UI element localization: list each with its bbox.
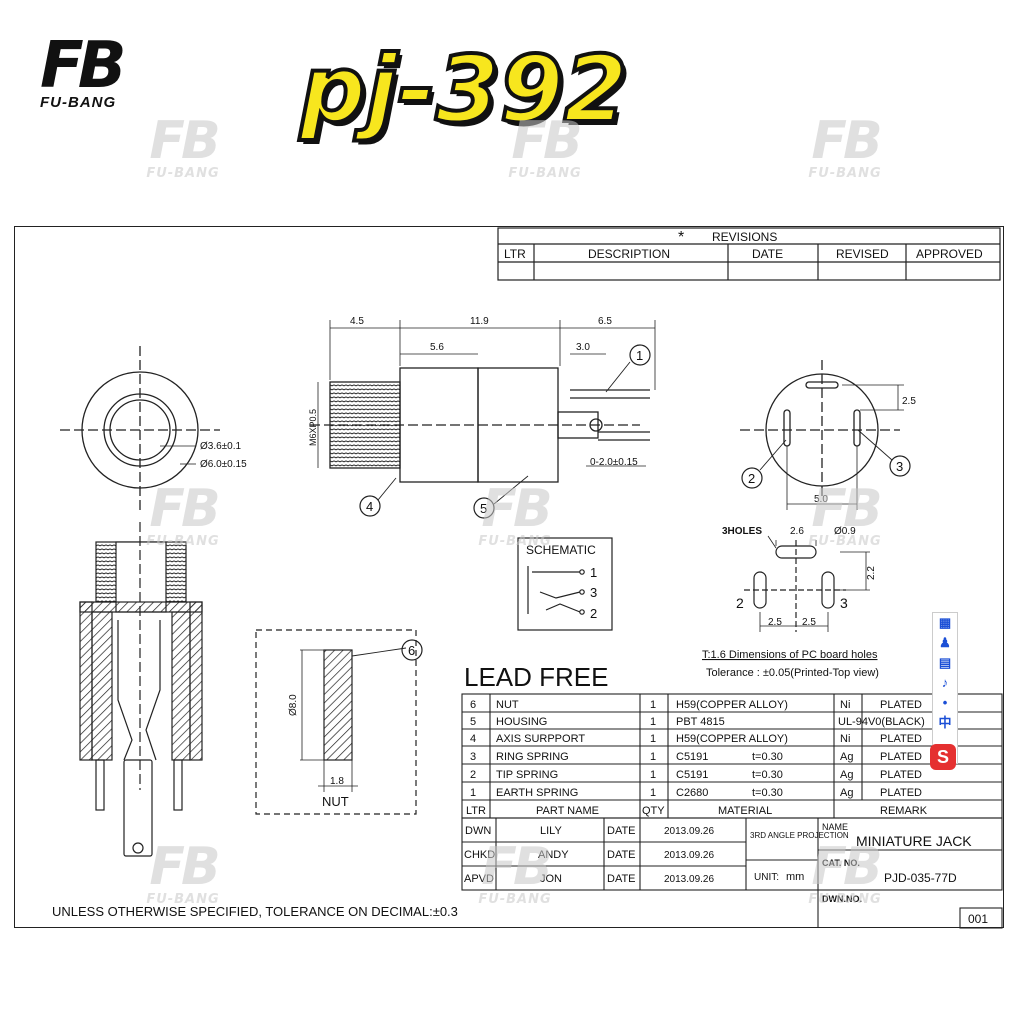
pcb-note-line-1: T:1.6 Dimensions of PC board holes	[702, 649, 878, 661]
fubang-logo: FB FU-BANG	[40, 34, 150, 124]
callout-5: 5	[480, 501, 487, 516]
dim-nut-dia: Ø8.0	[288, 694, 299, 716]
dim-back-width: 5.0	[814, 494, 828, 505]
dim-hole-span-2: 2.5	[802, 617, 816, 628]
front-dia-outer: Ø6.0±0.15	[200, 459, 247, 470]
dim-back-top: 2.5	[902, 396, 916, 407]
side-toolbar[interactable]: ▦ ♟ ▤ ♪ • 中	[932, 612, 958, 764]
dot-icon[interactable]: •	[942, 695, 948, 710]
callout-4-circle	[359, 495, 381, 517]
doc-icon[interactable]: ▤	[938, 655, 952, 670]
dim-hole-span-1: 2.5	[768, 617, 782, 628]
hole-pin-2: 2	[736, 595, 744, 611]
dim-hole-h: 2.2	[866, 566, 877, 580]
front-dia-inner: Ø3.6±0.1	[200, 441, 242, 452]
schematic-title: SCHEMATIC	[526, 543, 596, 557]
logo-mark: FB	[40, 29, 127, 103]
mic-icon[interactable]: ♪	[941, 675, 949, 690]
nut-label: NUT	[322, 794, 349, 809]
tolerance-note: UNLESS OTHERWISE SPECIFIED, TOLERANCE ON…	[52, 904, 458, 919]
dim-side-inner-b: 3.0	[576, 342, 590, 353]
callout-2-circle	[741, 467, 763, 489]
dim-pin-hole: 0-2.0±0.15	[590, 457, 638, 468]
dim-side-a: 4.5	[350, 316, 364, 327]
dim-side-b: 11.9	[470, 316, 489, 327]
callout-3-circle	[889, 455, 911, 477]
pcb-note-line-2: Tolerance : ±0.05(Printed-Top view)	[706, 667, 879, 679]
title-block	[461, 817, 1003, 929]
callout-6: 6	[408, 643, 415, 658]
page-title: pj-392	[298, 36, 630, 143]
schematic-pin-2: 2	[590, 606, 597, 621]
ime-badge[interactable]: S	[930, 744, 956, 770]
dim-side-inner-a: 5.6	[430, 342, 444, 353]
lead-free-label: LEAD FREE	[464, 662, 609, 692]
rev-col-date: DATE	[752, 247, 783, 261]
revisions-title: REVISIONS	[712, 230, 777, 244]
rev-col-revised: REVISED	[836, 247, 889, 261]
front-view	[60, 346, 220, 514]
side-view	[310, 320, 656, 505]
grid-icon[interactable]: ▦	[938, 615, 952, 630]
dim-side-c: 6.5	[598, 316, 612, 327]
holes-label: 3HOLES	[722, 526, 762, 537]
revisions-table	[497, 227, 1001, 281]
callout-4: 4	[366, 499, 373, 514]
schematic-pin-3: 3	[590, 585, 597, 600]
callout-3: 3	[896, 459, 903, 474]
pcb-hole-layout	[744, 535, 870, 632]
nut-detail	[255, 629, 417, 815]
callout-5-circle	[473, 497, 495, 519]
cross-section-view	[79, 522, 203, 857]
schematic-pin-1: 1	[590, 565, 597, 580]
hole-pin-3: 3	[840, 595, 848, 611]
bom-table	[461, 693, 1003, 819]
cn-icon[interactable]: 中	[938, 715, 952, 730]
dim-thread: M6XP0.5	[308, 409, 318, 446]
rev-col-description: DESCRIPTION	[588, 247, 670, 261]
callout-1-circle	[629, 344, 651, 366]
back-view	[740, 360, 904, 510]
rev-col-approved: APPROVED	[916, 247, 983, 261]
callout-1: 1	[636, 348, 643, 363]
dim-hole-d: Ø0.9	[834, 526, 856, 537]
rev-col-ltr: LTR	[504, 247, 526, 261]
revisions-star: *	[678, 229, 684, 246]
callout-6-circle	[401, 639, 423, 661]
logo-text: FU-BANG	[40, 94, 117, 111]
person-icon[interactable]: ♟	[939, 635, 951, 650]
dim-nut-thk: 1.8	[330, 776, 344, 787]
callout-2: 2	[748, 471, 755, 486]
drawing-sheet	[14, 226, 1004, 928]
schematic-box	[517, 537, 613, 631]
dim-hole-w: 2.6	[790, 526, 804, 537]
